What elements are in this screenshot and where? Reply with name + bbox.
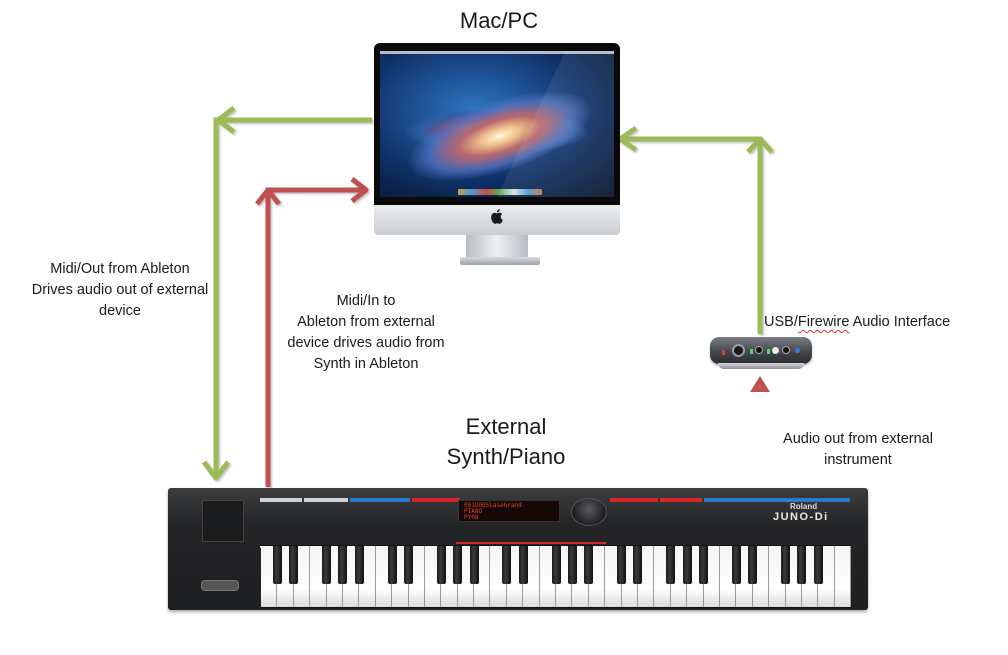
black-key	[666, 546, 676, 584]
monitor-bezel	[374, 43, 620, 205]
black-key	[436, 546, 446, 584]
audio-out-label: Audio out from external instrument	[783, 431, 933, 468]
brand-logo: Roland	[790, 502, 818, 511]
black-key	[813, 546, 823, 584]
black-key	[354, 546, 364, 584]
black-key	[272, 546, 282, 584]
midi-out-label: Midi/Out from Ableton Drives audio out o…	[31, 261, 209, 319]
song-player-panel	[660, 498, 702, 548]
black-key	[518, 546, 528, 584]
black-key	[469, 546, 479, 584]
black-key	[584, 546, 594, 584]
volume-panel	[304, 498, 348, 548]
black-key	[551, 546, 561, 584]
lcd-display: 001U005LaseGrand PIANO PY08	[458, 500, 560, 522]
display-panel	[456, 498, 606, 544]
d-beam-panel	[260, 498, 302, 548]
dock	[458, 189, 542, 195]
black-key	[322, 546, 332, 584]
synth-label: External Synth/Piano	[446, 414, 566, 469]
value-dial	[571, 498, 607, 526]
sound-modify-panel	[704, 498, 850, 548]
usb-audio-arrow	[617, 125, 774, 334]
black-key	[633, 546, 643, 584]
mode-panel	[350, 498, 410, 548]
arrowhead-icon	[750, 376, 770, 392]
midi-in-label: Midi/In to Ableton from external device …	[287, 293, 445, 372]
black-key	[289, 546, 299, 584]
black-key	[731, 546, 741, 584]
black-key	[617, 546, 627, 584]
piano-keys	[261, 545, 852, 608]
black-key	[338, 546, 348, 584]
black-key	[404, 546, 413, 584]
black-key	[699, 546, 708, 584]
black-key	[780, 546, 790, 584]
black-key	[797, 546, 807, 584]
computer-label: Mac/PC	[459, 8, 539, 33]
white-key	[637, 546, 655, 607]
model-logo: JUNO-Di	[773, 511, 829, 523]
black-key	[453, 546, 463, 584]
black-key	[682, 546, 692, 584]
screen	[380, 51, 614, 197]
black-key	[387, 546, 397, 584]
speaker-grille	[202, 500, 244, 542]
audio-interface-icon	[710, 337, 812, 371]
midi-in-arrow	[255, 177, 369, 487]
black-key	[502, 546, 512, 584]
black-key	[748, 546, 758, 584]
monitor-stand	[466, 235, 528, 259]
xlr-input	[732, 344, 745, 357]
midi-out-arrow	[202, 106, 372, 481]
spellcheck-underline: Firewire	[797, 314, 850, 330]
pitch-bend-lever	[201, 580, 239, 591]
apple-logo-icon	[491, 209, 503, 224]
white-key	[834, 546, 852, 607]
menu-bar	[380, 51, 614, 54]
synthesizer-keyboard-icon: 001U005LaseGrand PIANO PY08 Roland JUNO-…	[168, 488, 868, 612]
monitor-foot	[460, 257, 540, 265]
imac-computer-icon	[374, 43, 620, 267]
audio-interface-label: USB/Firewire Audio Interface	[764, 314, 951, 330]
black-key	[567, 546, 577, 584]
